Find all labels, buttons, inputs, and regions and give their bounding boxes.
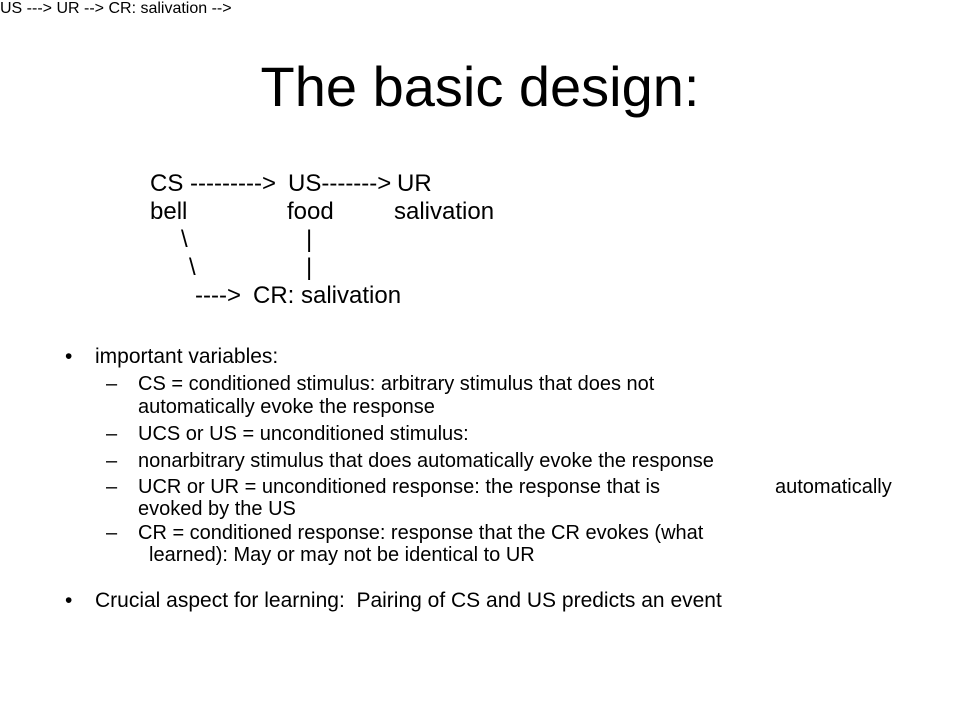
diagram-food-label: food — [287, 198, 334, 225]
diagram-bell-label: bell — [150, 198, 188, 225]
diagram-us-arrow: US-------> — [288, 170, 392, 197]
sub-bullet-cr-definition-line2: learned): May or may not be identical to… — [149, 544, 535, 566]
dash-marker: – — [106, 423, 118, 445]
diagram-backslash-2: \ — [189, 254, 196, 281]
sub-bullet-ucr-definition-tail: automatically — [775, 476, 892, 498]
dash-marker: – — [106, 373, 118, 395]
diagram-cr-arrow: ----> — [195, 282, 241, 309]
diagram-cs-arrow: CS ---------> — [150, 170, 276, 197]
dash-marker: – — [106, 522, 118, 544]
sub-bullet-ucr-definition-line2: evoked by the US — [138, 498, 296, 520]
sub-bullet-ucr-definition-line1: UCR or UR = unconditioned response: the … — [138, 476, 660, 498]
bullet-marker: • — [65, 589, 73, 612]
bullet-important-variables: important variables: — [95, 345, 279, 368]
slide-title: The basic design: — [260, 55, 700, 118]
sub-bullet-cs-definition-line2: automatically evoke the response — [138, 396, 435, 418]
diagram-backslash-1: \ — [181, 226, 188, 253]
bullet-marker: • — [65, 345, 73, 368]
dash-marker: – — [106, 476, 118, 498]
sub-bullet-nonarbitrary-stimulus: nonarbitrary stimulus that does automati… — [138, 450, 714, 472]
diagram-cr-label: CR: salivation — [253, 282, 402, 309]
diagram-pipe-2: | — [306, 254, 313, 281]
sub-bullet-ucs-definition: UCS or US = unconditioned stimulus: — [138, 423, 469, 445]
dash-marker: – — [106, 450, 118, 472]
conditioning-diagram: US ---> UR --> CS ---------> US-------> … — [0, 0, 495, 309]
diagram-salivation-label: salivation — [394, 198, 495, 225]
bullet-crucial-aspect: Crucial aspect for learning: Pairing of … — [95, 589, 722, 612]
sub-bullet-cr-definition-line1: CR = conditioned response: response that… — [138, 522, 704, 544]
diagram-pipe-1: | — [306, 226, 313, 253]
diagram-ur-label: UR — [397, 170, 432, 197]
sub-bullet-cs-definition-line1: CS = conditioned stimulus: arbitrary sti… — [138, 373, 655, 395]
